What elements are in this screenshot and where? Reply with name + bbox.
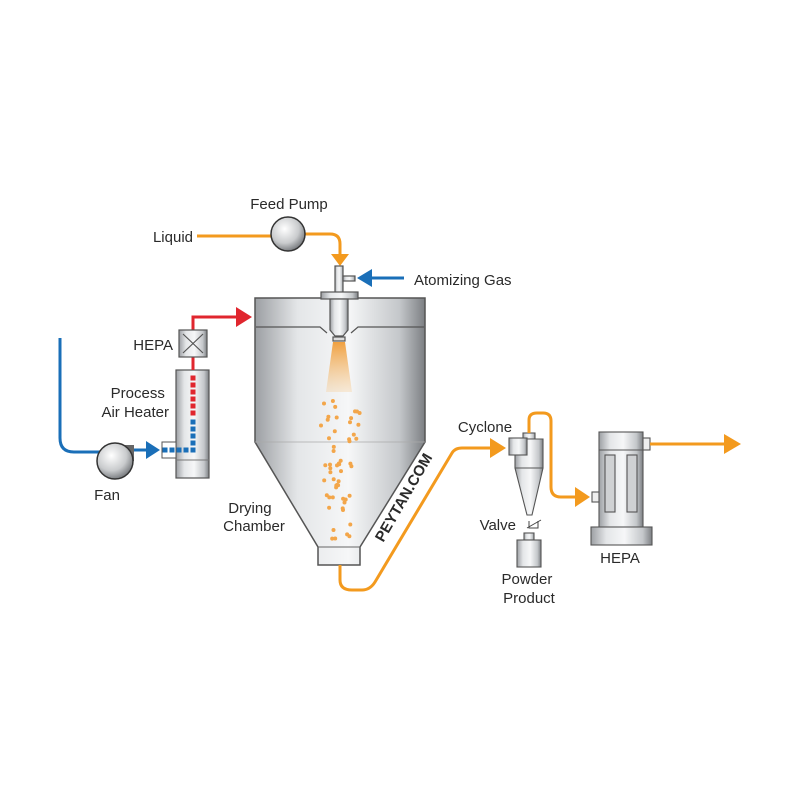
spray-cone <box>326 342 352 392</box>
droplet <box>326 414 331 419</box>
heater-element-dot <box>162 447 168 453</box>
liquid-line <box>197 232 342 256</box>
valve-label: Valve <box>480 517 516 534</box>
droplet <box>323 463 328 468</box>
hepa-inlet-filter <box>178 329 208 358</box>
fan-arrow-icon <box>146 441 160 459</box>
drying-chamber-label: Drying Chamber <box>223 500 285 535</box>
droplet <box>356 422 361 427</box>
droplet <box>333 536 338 541</box>
cyclone-label: Cyclone <box>458 419 512 436</box>
process-air-heater <box>161 369 210 479</box>
droplet <box>342 500 347 505</box>
droplet <box>327 505 332 510</box>
fan <box>96 442 134 480</box>
powder-product-container <box>516 532 542 568</box>
droplet <box>347 437 352 442</box>
droplet <box>328 462 332 467</box>
valve-icon <box>526 519 542 529</box>
heater-element-dot <box>190 447 196 453</box>
droplet <box>327 436 331 441</box>
droplet <box>357 411 362 415</box>
droplet <box>345 532 350 537</box>
droplet <box>330 536 335 541</box>
hepa-outlet-filter <box>590 431 653 546</box>
droplet <box>328 466 333 471</box>
heater-element-dot <box>190 382 196 388</box>
heater-element-dot <box>190 389 196 395</box>
droplet <box>327 495 332 500</box>
heater-element-dot <box>190 426 196 432</box>
feed-pump-label: Feed Pump <box>250 196 328 213</box>
droplet <box>325 417 330 422</box>
droplet <box>334 415 339 420</box>
heater-element-dot <box>169 447 175 453</box>
heater-element-dot <box>190 396 196 402</box>
droplet <box>330 495 335 500</box>
hot-air-arrow-icon <box>236 307 252 327</box>
inlet-air-line <box>58 338 100 454</box>
droplet <box>348 420 352 425</box>
heater-element-dot <box>190 410 196 416</box>
droplet <box>354 436 359 441</box>
droplet <box>349 464 354 469</box>
droplet <box>328 470 333 475</box>
droplet <box>336 483 341 488</box>
cyclone-outlet-line <box>527 411 576 499</box>
droplet <box>330 399 335 403</box>
droplet <box>322 478 327 483</box>
droplet <box>335 463 339 468</box>
product-line <box>338 446 492 592</box>
powder-product-label: Powder Product <box>501 571 556 607</box>
droplet <box>331 528 336 532</box>
process-air-heater-label: Process Air Heater <box>101 385 169 421</box>
hepa-outlet-label: HEPA <box>600 550 640 567</box>
droplet <box>343 497 348 502</box>
atomizing-gas-label: Atomizing Gas <box>414 272 512 289</box>
droplet <box>349 416 354 421</box>
atomizer-nozzle <box>320 265 359 342</box>
heater-element-dot <box>190 403 196 409</box>
heater-element-dot <box>183 447 189 453</box>
hepa-inlet-arrow-icon <box>575 487 590 507</box>
droplet <box>319 423 323 428</box>
droplet <box>331 444 336 449</box>
liquid-label: Liquid <box>153 229 193 246</box>
droplets <box>319 399 362 541</box>
hot-air-line <box>191 315 238 370</box>
droplet <box>332 429 337 434</box>
cyclone <box>508 432 544 516</box>
droplet <box>331 477 336 482</box>
droplet <box>351 432 356 437</box>
droplet <box>348 522 353 527</box>
exhaust-arrow-icon <box>724 434 741 454</box>
droplet <box>336 479 341 484</box>
heater-element-dot <box>190 440 196 446</box>
fan-label: Fan <box>94 487 120 504</box>
heater-element-dot <box>190 375 196 381</box>
heater-element-dot <box>190 419 196 425</box>
droplet <box>340 506 345 511</box>
cyclone-inlet-arrow-icon <box>490 438 506 458</box>
feed-pump <box>270 216 306 252</box>
atomizing-gas-arrow-icon <box>357 269 372 287</box>
heater-element-dot <box>176 447 182 453</box>
heater-element-dot <box>190 433 196 439</box>
droplet <box>347 493 352 498</box>
droplet <box>339 469 343 474</box>
droplet <box>331 449 336 453</box>
droplet <box>322 401 326 406</box>
hepa-inlet-label: HEPA <box>133 337 173 354</box>
drying-chamber <box>254 297 426 566</box>
liquid-arrow-icon <box>331 254 349 266</box>
droplet <box>333 404 338 409</box>
